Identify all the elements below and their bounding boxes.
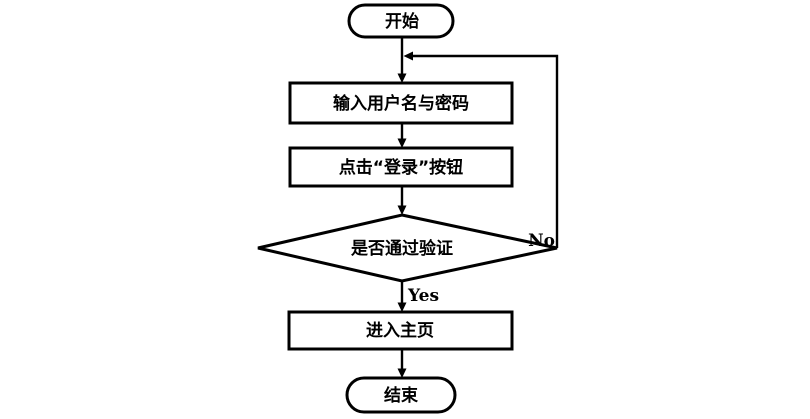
enter-home-node [287, 310, 514, 351]
no-branch-label: No [528, 231, 555, 251]
arrowhead-down-verify [397, 205, 407, 215]
arrowhead-down-home [397, 302, 407, 312]
arrowhead-left-no-loop [403, 51, 413, 61]
verify-decision-label: 是否通过验证 [351, 238, 453, 259]
enter-home-label: 进入主页 [366, 320, 434, 341]
click-login-node [288, 146, 514, 188]
arrowhead-down-input [397, 73, 407, 83]
verify-decision-node [257, 213, 558, 283]
end-node [345, 376, 457, 414]
start-node-label: 开始 [385, 11, 419, 32]
start-node [347, 3, 455, 39]
input-credentials-node [288, 81, 514, 125]
yes-branch-label: Yes [407, 286, 439, 306]
edge-no-loop [413, 54, 559, 248]
arrowhead-down-end [397, 368, 407, 378]
end-node-label: 结束 [384, 385, 418, 406]
input-credentials-label: 输入用户名与密码 [333, 93, 469, 114]
arrowhead-down-click [397, 138, 407, 148]
click-login-label: 点击“登录”按钮 [339, 157, 463, 178]
